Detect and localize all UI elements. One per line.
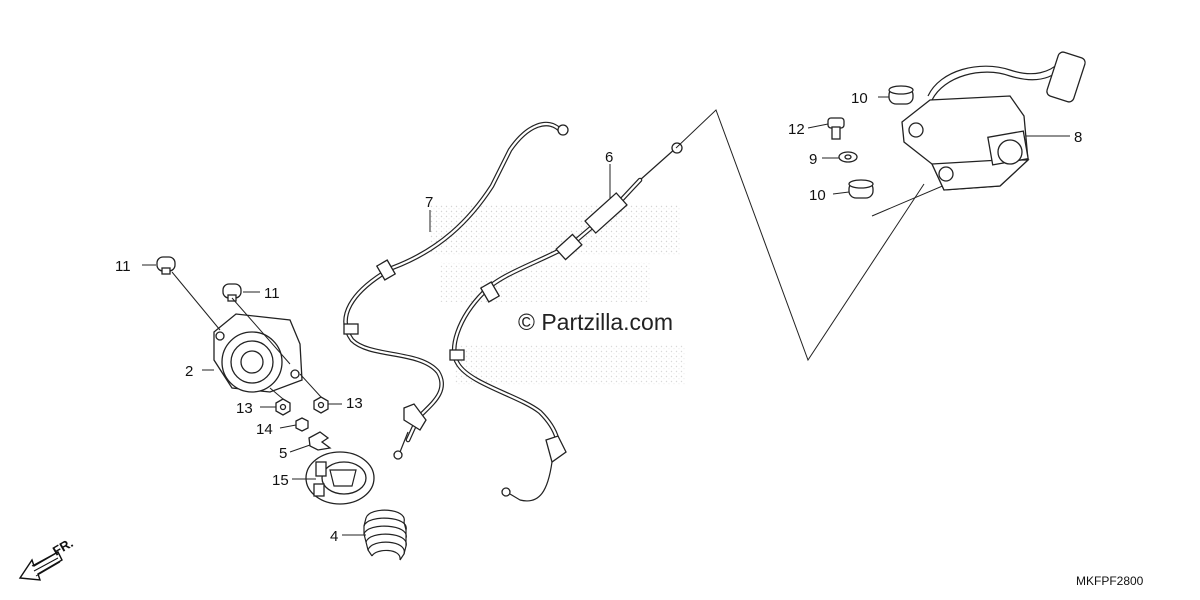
callout-4: 4 [330,528,338,545]
callout-11-left: 11 [115,258,131,275]
part-9-washer [838,151,858,163]
watermark-text: © Partzilla.com [518,309,673,335]
callout-10-top: 10 [851,90,868,107]
callouts: 11 11 2 13 13 14 5 15 4 7 6 10 12 9 10 8 [115,90,1082,545]
callout-13-left: 13 [236,400,253,417]
reference-line-6 [675,109,925,362]
callout-2: 2 [185,363,193,380]
background-stipple [430,205,685,385]
callout-12: 12 [788,121,805,138]
callout-5: 5 [279,445,287,462]
part-13-nut-left [275,398,291,416]
callout-6: 6 [605,149,613,166]
leader-lines [142,96,1070,536]
callout-9: 9 [809,151,817,168]
front-direction-arrow-icon [18,551,63,581]
part-13-nut-right [313,396,329,414]
part-10-grommet-bottom [848,179,874,199]
callout-8: 8 [1074,129,1082,146]
callout-10-bottom: 10 [809,187,826,204]
diagram-code: MKFPF2800 [1076,574,1144,588]
part-14-nut [295,417,309,432]
callout-15: 15 [272,472,289,489]
part-11-bolt-left [156,256,176,275]
callout-14: 14 [256,421,273,438]
part-4-spring [363,509,407,561]
part-6-cable [449,142,683,502]
part-7-cable [343,121,569,460]
callout-13-right: 13 [346,395,363,412]
callout-7: 7 [425,194,433,211]
part-8-actuator [901,51,1086,191]
part-15-pulley-plate [305,451,375,505]
part-12-bolt [827,117,845,140]
part-10-grommet-top [888,85,914,105]
part-5-clip [308,431,332,451]
callout-11-right: 11 [264,285,280,302]
part-2-drum-housing [213,313,303,393]
